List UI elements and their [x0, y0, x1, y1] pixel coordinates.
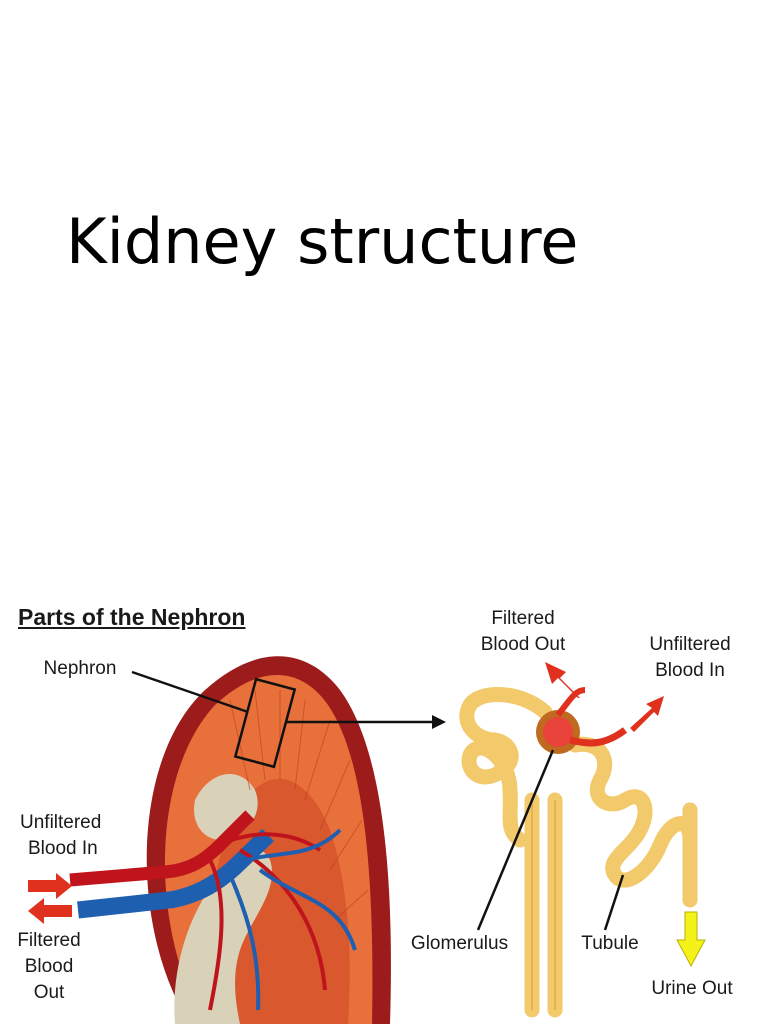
medulla — [210, 778, 350, 1024]
slide-title: Kidney structure — [66, 205, 579, 278]
glomerulus-pointer — [476, 749, 555, 931]
label-glomerulus: Glomerulus — [410, 933, 509, 954]
label-nephron: Nephron — [43, 658, 117, 679]
proximal-tubule — [459, 687, 553, 848]
glomerulus — [543, 717, 573, 747]
unfiltered-blood-in-arrow — [630, 696, 664, 732]
distal-tubule — [567, 736, 698, 888]
label-urine-out: Urine Out — [651, 978, 733, 999]
figure-title: Parts of the Nephron — [18, 604, 246, 630]
renal-vein — [77, 828, 274, 919]
renal-pelvis — [174, 849, 273, 1024]
urine-out-arrow — [676, 911, 706, 968]
filtered-blood-out-arrow — [545, 662, 580, 698]
label-filtered-blood-out-left: Filtered Blood Out — [17, 930, 81, 1003]
nephron-pointer — [131, 670, 249, 714]
tubule-pointer — [603, 874, 625, 931]
box-to-zoom-arrowhead — [432, 715, 446, 729]
label-unfiltered-blood-in-right: Unfiltered Blood In — [649, 634, 731, 681]
label-filtered-blood-out-top: Filtered Blood Out — [480, 608, 566, 655]
label-tubule: Tubule — [581, 933, 639, 954]
filtered-out-arrow — [28, 898, 72, 924]
nephron-box — [233, 677, 297, 769]
nephron-diagram — [28, 656, 706, 1024]
label-unfiltered-blood-in-left: Unfiltered Blood In — [20, 812, 102, 859]
unfiltered-in-arrow — [28, 873, 72, 899]
renal-artery — [69, 810, 255, 887]
